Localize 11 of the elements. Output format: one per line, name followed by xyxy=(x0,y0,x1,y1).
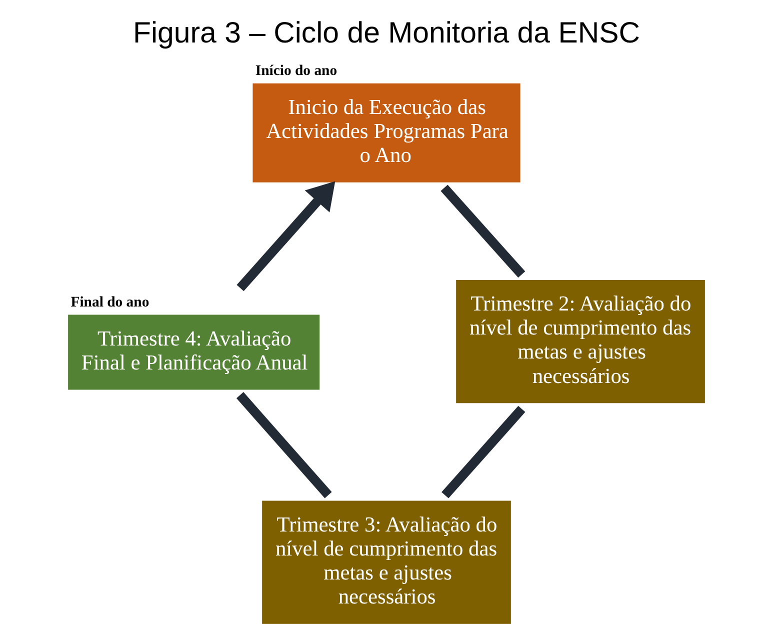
node-box: Trimestre 2: Avaliação do nível de cumprimento das metas e ajustes necessários xyxy=(456,280,704,404)
diagram-title: Figura 3 – Ciclo de Monitoria da ENSC xyxy=(132,16,640,50)
arrow xyxy=(236,181,335,292)
connector xyxy=(441,406,525,498)
node-box: Inicio da Execução das Actividades Programas Para o Ano xyxy=(252,83,520,182)
node-label: Final do ano xyxy=(70,294,149,311)
node-box: Trimestre 3: Avaliação do nível de cumprimento das metas e ajustes necessários xyxy=(262,500,510,624)
connector xyxy=(236,392,332,498)
connector xyxy=(440,184,525,278)
node-box: Trimestre 4: Avaliação Final e Planificação Anual xyxy=(68,314,320,390)
node-label: Início do ano xyxy=(254,63,337,80)
